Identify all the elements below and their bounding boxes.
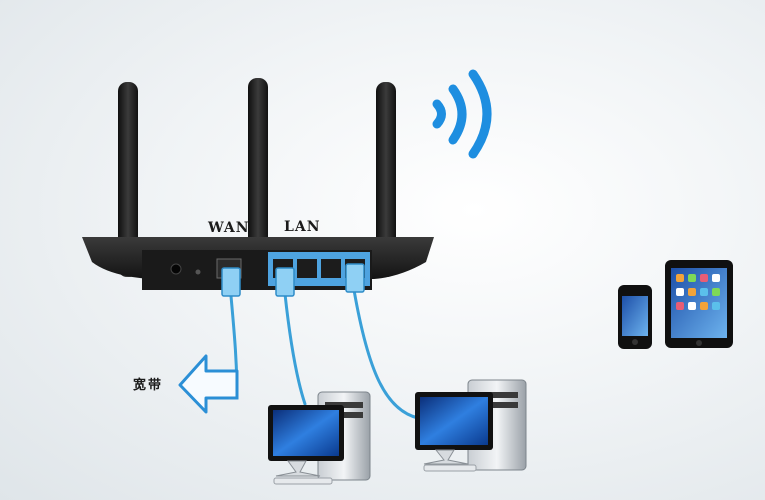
broadband-arrow-icon	[178, 354, 239, 414]
wan-plug	[221, 267, 241, 297]
antenna-left	[118, 82, 138, 277]
pc1-keyboard	[273, 477, 333, 485]
reset-button	[195, 269, 201, 275]
desktop-pc-icon	[415, 379, 527, 472]
cable-plugs	[221, 263, 365, 297]
lan-cable-pc1	[283, 292, 307, 406]
pc2-screen	[420, 397, 488, 445]
lan-label: LAN	[284, 219, 321, 235]
antenna-right	[376, 82, 396, 277]
router-antennas	[118, 78, 396, 278]
tablet-icon	[665, 260, 733, 348]
lan-port-2	[297, 259, 317, 278]
smartphone-icon	[618, 285, 652, 349]
wan-label: WAN	[208, 220, 250, 236]
router-icon	[82, 237, 434, 290]
lan-port-3	[321, 259, 341, 278]
desktop-pc-icon	[268, 391, 371, 485]
pc1-screen	[273, 410, 339, 456]
lan-cable-pc2	[352, 288, 420, 420]
lan-plug-1	[275, 267, 295, 297]
lan-plug-2	[345, 263, 365, 293]
antenna-middle	[248, 78, 268, 278]
pc2-keyboard	[423, 464, 477, 472]
broadband-label: 宽带	[133, 378, 164, 393]
power-port	[170, 263, 182, 275]
wifi-signal-icon	[432, 69, 492, 159]
